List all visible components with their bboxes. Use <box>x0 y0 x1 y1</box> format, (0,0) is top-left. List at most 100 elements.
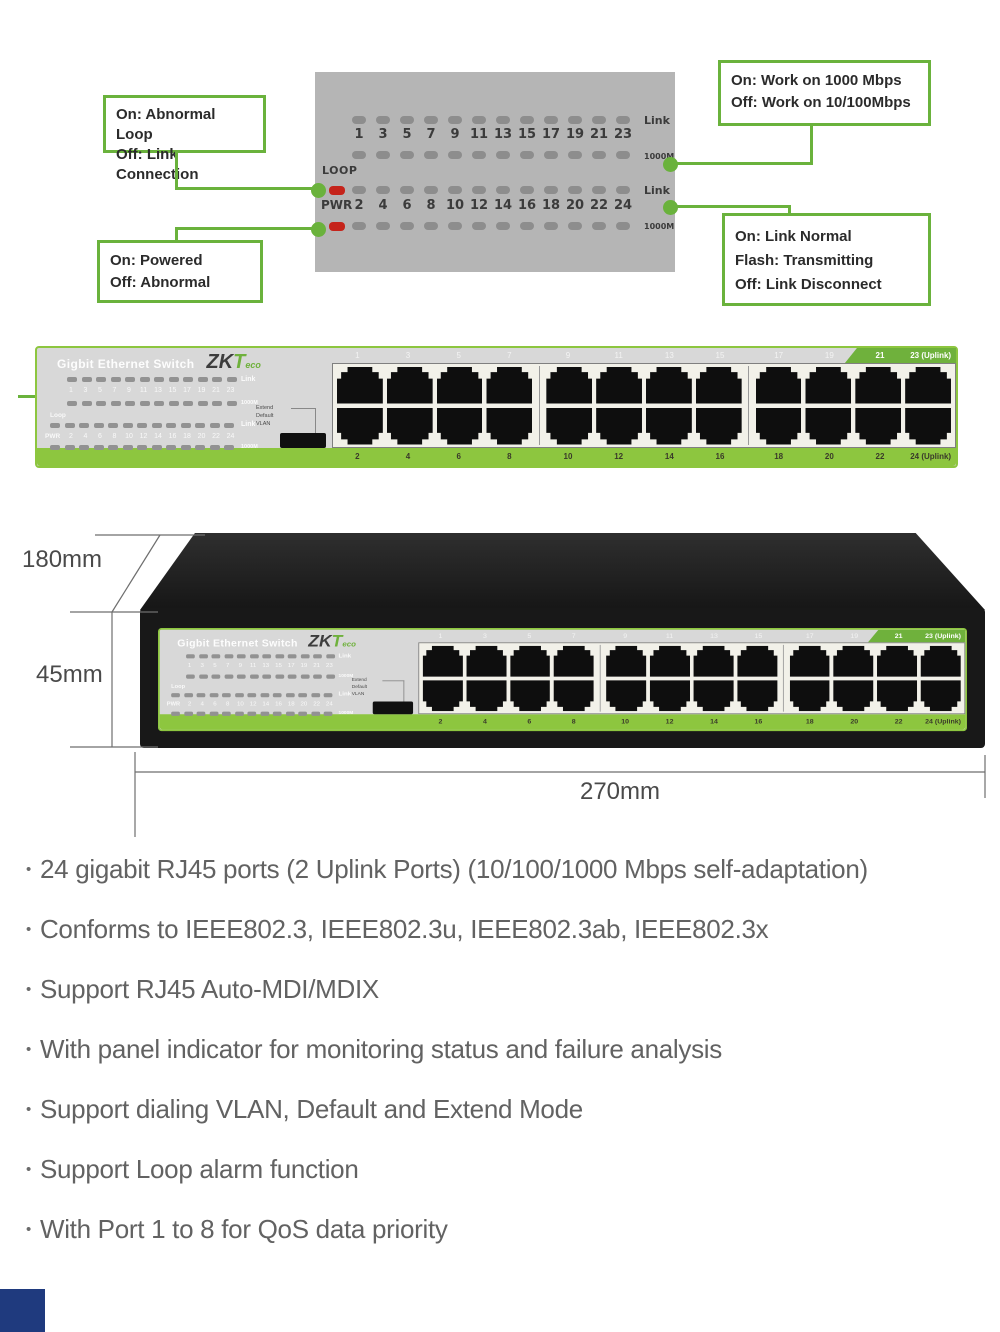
port-number: 16 <box>517 198 537 213</box>
port-label: 20 <box>824 452 834 461</box>
led-indicator <box>221 711 231 716</box>
led-indicator <box>592 151 606 159</box>
led-indicator <box>125 377 135 382</box>
led-indicator <box>325 674 335 679</box>
led-indicator <box>376 151 390 159</box>
led-indicator <box>568 222 582 230</box>
port-cell <box>693 645 735 678</box>
led-indicator <box>211 654 221 659</box>
rj45-port <box>646 408 692 445</box>
port-number: 7 <box>225 662 230 669</box>
port-number: 20 <box>565 198 585 213</box>
led-indicator <box>520 151 534 159</box>
port-number: 3 <box>378 127 388 142</box>
led-indicator <box>424 116 438 124</box>
port-number: 14 <box>154 433 162 440</box>
rj45-port <box>649 645 691 677</box>
led-indicator <box>272 693 282 698</box>
spacer <box>781 714 788 729</box>
connector-dot <box>311 222 326 237</box>
led-indicator <box>212 377 222 382</box>
led-indicator <box>96 377 106 382</box>
port-number: 4 <box>378 198 388 213</box>
rj45-port <box>466 680 506 711</box>
led-indicator <box>67 377 77 382</box>
led-indicator <box>93 423 104 428</box>
led-indicator <box>154 377 164 382</box>
led-indicator <box>249 674 259 679</box>
rj45-port <box>650 680 690 711</box>
rj45-port <box>422 645 463 677</box>
port-label: 3 <box>405 351 411 360</box>
led-indicator <box>568 186 582 194</box>
callout-power: On: Powered Off: Abnormal <box>97 240 263 303</box>
port-number: 20 <box>300 701 308 708</box>
port-cell <box>876 645 918 678</box>
led-indicator <box>168 401 179 406</box>
port-number: 9 <box>127 387 131 394</box>
port-number: 8 <box>112 433 117 440</box>
rj45-port <box>437 408 483 445</box>
led-indicator <box>520 222 534 230</box>
rj45-port <box>833 645 874 677</box>
port-cell <box>336 407 384 446</box>
port-cell <box>553 679 595 712</box>
led-indicator <box>260 711 269 716</box>
led-indicator <box>166 445 176 450</box>
link-label: Link <box>241 421 256 428</box>
bullet-icon: • <box>26 921 31 938</box>
led-indicator <box>472 222 486 230</box>
connector-line <box>664 205 791 208</box>
port-label: 23 (Uplink) <box>925 632 961 640</box>
led-indicator <box>592 116 606 124</box>
port-number: 22 <box>313 701 321 708</box>
port-cell <box>645 407 693 446</box>
port-label: 5 <box>456 351 461 360</box>
port-number: 5 <box>402 127 412 142</box>
port-number: 10 <box>236 701 244 708</box>
port-number: 5 <box>98 387 102 394</box>
led-indicator <box>592 186 606 194</box>
rj45-port <box>423 680 463 711</box>
led-indicator <box>64 423 75 428</box>
port-label: 18 <box>805 717 814 726</box>
led-indicator <box>400 116 414 124</box>
port-label: 10 <box>621 717 630 726</box>
port-number: 10 <box>125 433 133 440</box>
feature-item: •With panel indicator for monitoring sta… <box>26 1034 986 1065</box>
port-number: 10 <box>445 198 465 213</box>
led-indicator <box>209 423 220 428</box>
led-indicator <box>197 377 208 382</box>
port-number: 19 <box>565 127 585 142</box>
dial-switch-labels: Extend Default VLAN <box>351 677 367 697</box>
rj45-port <box>905 408 951 445</box>
port-cell <box>920 679 962 712</box>
led-indicator <box>424 151 438 159</box>
rj45-port <box>696 408 742 445</box>
port-number: 17 <box>541 127 561 142</box>
led-indicator <box>166 423 176 428</box>
led-indicator <box>236 654 246 659</box>
port-cell <box>336 366 384 405</box>
port-number: 3 <box>83 387 88 394</box>
port-number: 6 <box>213 701 217 708</box>
led-indicator <box>186 674 195 679</box>
port-label: 24 (Uplink) <box>925 717 961 726</box>
port-number: 11 <box>469 127 489 142</box>
spacer <box>535 448 543 466</box>
port-label: 13 <box>710 632 718 640</box>
pwr-label: PWR <box>45 433 61 440</box>
port-cell <box>645 366 693 405</box>
port-label: 23 (Uplink) <box>910 351 952 360</box>
port-cell <box>545 366 593 405</box>
port-label: 20 <box>850 717 859 726</box>
led-indicator <box>400 222 414 230</box>
port-label: 21 <box>894 632 903 640</box>
port-number: 22 <box>589 198 609 213</box>
